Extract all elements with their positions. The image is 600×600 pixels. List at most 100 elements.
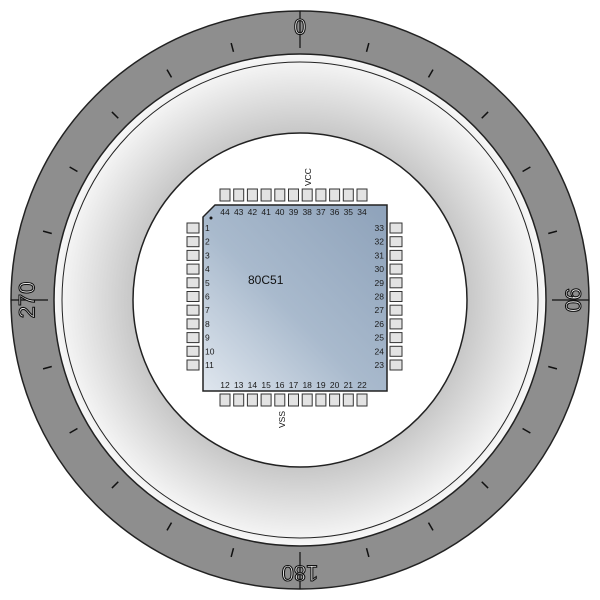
- pin-number: 20: [330, 380, 340, 390]
- pin-pad: [233, 188, 245, 202]
- pin-pad: [389, 318, 403, 330]
- pin-number: 6: [205, 292, 210, 302]
- pin-number: 27: [375, 305, 385, 315]
- pin-pad: [389, 304, 403, 316]
- pin-number: 2: [205, 237, 210, 247]
- pin-pad: [186, 304, 200, 316]
- pin-number: 41: [261, 207, 271, 217]
- pin-number: 42: [248, 207, 258, 217]
- pin-number: 16: [275, 380, 285, 390]
- pin-number: 15: [261, 380, 271, 390]
- chip-body[interactable]: [202, 204, 388, 392]
- pin-number: 3: [205, 250, 210, 260]
- pin-pad: [389, 222, 403, 234]
- pin-number: 10: [205, 346, 215, 356]
- pin-pad: [186, 291, 200, 302]
- pin-pad: [186, 359, 200, 371]
- dial-tick: [548, 365, 558, 370]
- pin-pad: [219, 188, 231, 202]
- dial-label-270: 270: [15, 282, 40, 319]
- pin-pad: [260, 188, 272, 202]
- pin-number: 18: [302, 380, 312, 390]
- pin-number: 7: [205, 305, 210, 315]
- pin-number: 30: [375, 264, 385, 274]
- dial-label-0: 0: [294, 15, 306, 40]
- dial-tick: [42, 365, 52, 370]
- pin-pad: [186, 236, 200, 248]
- pin-pad: [246, 393, 258, 407]
- pin-number: 4: [205, 264, 210, 274]
- dial-tick: [166, 69, 173, 78]
- pin-number: 19: [316, 380, 326, 390]
- pin-pads: [186, 188, 403, 407]
- dial-tick: [427, 69, 434, 78]
- vcc-label: VCC: [303, 168, 313, 186]
- pin-pad: [219, 393, 231, 407]
- pin-pad: [315, 393, 327, 407]
- pin-number: 11: [205, 360, 214, 370]
- pin-number: 38: [302, 207, 312, 217]
- pin-pad: [315, 188, 327, 202]
- pin-number: 5: [205, 278, 210, 288]
- pin-number: 32: [375, 237, 385, 247]
- pin-number: 25: [375, 333, 385, 343]
- pin-pad: [186, 332, 200, 344]
- pin-number: 29: [375, 278, 385, 288]
- dial-tick: [111, 111, 119, 119]
- pin-pad: [329, 188, 341, 202]
- pin-number: 17: [289, 380, 299, 390]
- pin-number: 23: [375, 360, 385, 370]
- pin-pad: [342, 188, 354, 202]
- pin-number: 13: [234, 380, 244, 390]
- dial-tick: [365, 548, 370, 558]
- dial-tick: [427, 522, 434, 531]
- pin-pad: [186, 222, 200, 234]
- dial-tick: [69, 166, 78, 173]
- pin-number: 40: [275, 207, 285, 217]
- pin-number: 1: [205, 223, 210, 233]
- pin-number: 21: [344, 380, 354, 390]
- pin-pad: [389, 359, 403, 371]
- pin-pad: [356, 393, 368, 407]
- pin-pad: [389, 345, 403, 357]
- pin-number: 35: [344, 207, 354, 217]
- pin-number: 33: [375, 223, 385, 233]
- pin-number: 44: [220, 207, 230, 217]
- pin1-marker: [209, 216, 213, 220]
- pin-pad: [233, 393, 245, 407]
- dial-tick: [69, 427, 78, 434]
- pin-pad: [301, 393, 313, 407]
- dial-tick: [481, 111, 489, 119]
- pin-number: 39: [289, 207, 299, 217]
- pin-pad: [186, 277, 200, 289]
- pin-number: 28: [375, 292, 385, 302]
- pin-pad: [389, 332, 403, 344]
- dial-tick: [522, 166, 531, 173]
- pin-number: 12: [220, 380, 230, 390]
- dial-tick: [111, 481, 119, 489]
- pin-pad: [274, 393, 286, 407]
- dial-label-180: 180: [282, 561, 319, 586]
- pin-number: 34: [357, 207, 367, 217]
- pin-number: 22: [357, 380, 367, 390]
- dial-tick: [522, 427, 531, 434]
- vss-label: VSS: [277, 411, 287, 428]
- pin-number: 31: [375, 250, 385, 260]
- dial-tick: [365, 42, 370, 52]
- dial-ticks: [11, 11, 589, 589]
- dial-tick: [230, 548, 235, 558]
- pin-pad: [301, 188, 313, 202]
- pin-pad: [389, 249, 403, 261]
- dial-tick: [230, 42, 235, 52]
- pin-pad: [186, 249, 200, 261]
- pin-number: 36: [330, 207, 340, 217]
- pin-number: 24: [375, 346, 385, 356]
- pin-pad: [246, 188, 258, 202]
- pin-pad: [274, 188, 286, 202]
- pin-pad: [389, 277, 403, 289]
- pin-pad: [288, 393, 299, 407]
